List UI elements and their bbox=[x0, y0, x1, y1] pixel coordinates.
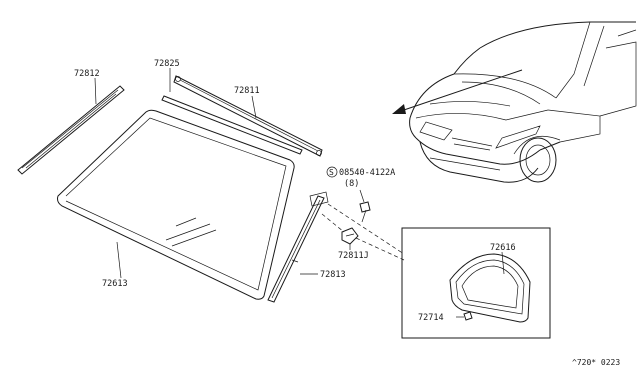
label-72825: 72825 bbox=[154, 59, 180, 69]
ref-line-clip bbox=[321, 213, 345, 233]
ref-line-top bbox=[327, 203, 405, 255]
diagram-code: ^720* 0223 bbox=[572, 358, 620, 367]
inset-glass[interactable] bbox=[449, 253, 531, 323]
inset-box: 72616 72714 bbox=[401, 227, 551, 339]
label-bolt-qty: (8) bbox=[344, 179, 359, 189]
clip-part[interactable] bbox=[341, 227, 359, 245]
molding-upper[interactable] bbox=[161, 95, 303, 155]
label-72616: 72616 bbox=[490, 243, 516, 253]
molding-top[interactable] bbox=[173, 75, 323, 157]
ref-line-bottom bbox=[355, 237, 405, 261]
molding-left[interactable] bbox=[17, 85, 125, 175]
label-bolt-code: 08540-4122A bbox=[339, 168, 395, 178]
leader-72811 bbox=[251, 95, 257, 119]
leader-72812 bbox=[94, 77, 97, 105]
label-72813: 72813 bbox=[320, 270, 346, 280]
bolt-part[interactable] bbox=[359, 201, 371, 223]
molding-side[interactable] bbox=[267, 191, 329, 303]
leader-72613 bbox=[116, 241, 122, 279]
spacer-part[interactable] bbox=[463, 311, 473, 321]
label-72811J: 72811J bbox=[338, 251, 369, 261]
s-symbol-icon bbox=[326, 166, 338, 178]
bolt-symbol: S bbox=[329, 168, 334, 177]
label-72812: 72812 bbox=[74, 69, 100, 79]
pointer-arrow bbox=[392, 69, 523, 114]
car-illustration bbox=[409, 21, 637, 183]
label-72811: 72811 bbox=[234, 86, 260, 96]
label-72714: 72714 bbox=[418, 313, 444, 323]
leader-72616 bbox=[501, 251, 505, 275]
leader-bolt bbox=[359, 189, 365, 203]
windshield-glass[interactable] bbox=[57, 109, 295, 300]
label-72613: 72613 bbox=[102, 279, 128, 289]
